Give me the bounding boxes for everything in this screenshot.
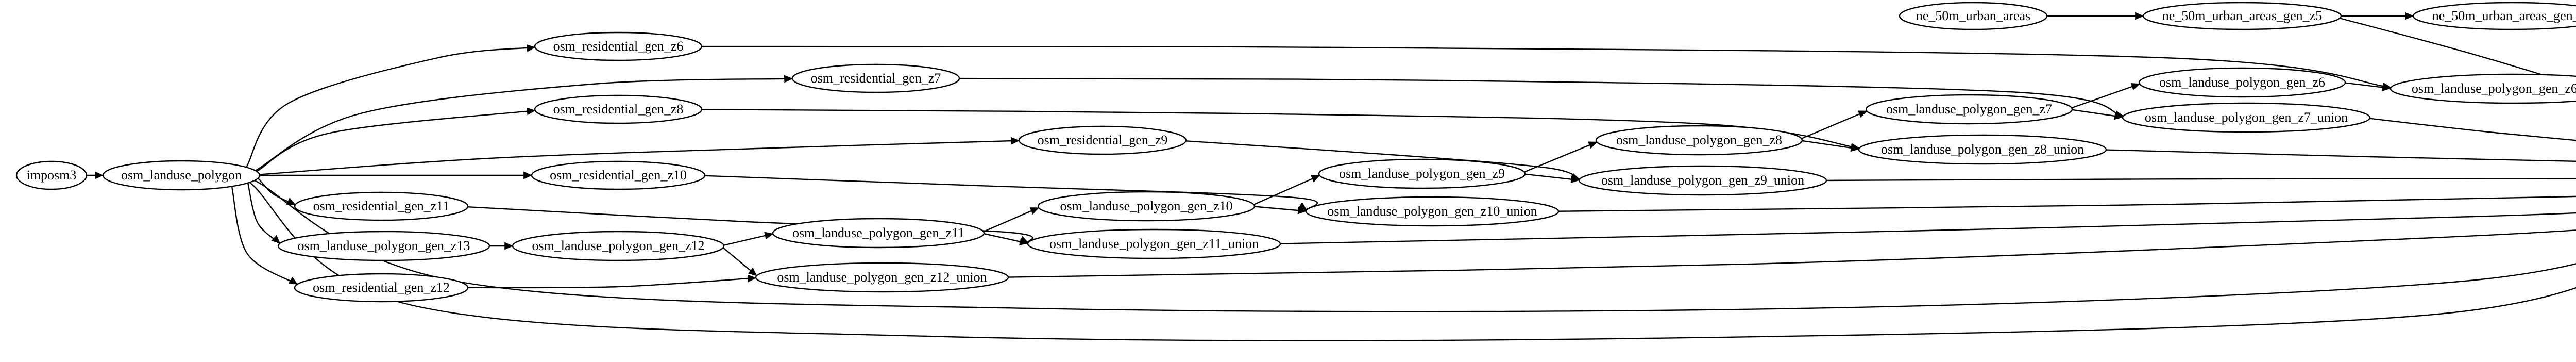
imposm3-label: imposm3 [27, 168, 77, 183]
ne_50m_urban_areas_gen_z5-label: ne_50m_urban_areas_gen_z5 [2162, 8, 2322, 23]
edge-osm_landuse_polygon_gen_z12-to-osm_landuse_polygon_gen_z12_union [722, 247, 757, 276]
osm_landuse_polygon_gen_z11_union-label: osm_landuse_polygon_gen_z11_union [1049, 236, 1259, 251]
edge-osm_landuse_polygon_gen_z7_union-to-layer-landuse-z7 [2369, 118, 2576, 141]
osm_landuse_polygon_gen_z9_union-node: osm_landuse_polygon_gen_z9_union [1578, 165, 1827, 196]
edge-osm_landuse_polygon-to-osm_residential_gen_z9 [259, 137, 1020, 175]
osm_landuse_polygon_gen_z6-label: osm_landuse_polygon_gen_z6 [2159, 75, 2325, 90]
osm_landuse_polygon_gen_z6-node: osm_landuse_polygon_gen_z6 [2138, 67, 2346, 98]
edge-osm_landuse_polygon_gen_z11_union-to-layer-landuse-z11 [1280, 212, 2576, 244]
osm_landuse_polygon_gen_z10_union-node: osm_landuse_polygon_gen_z10_union [1305, 196, 1560, 227]
osm_residential_gen_z8-node: osm_residential_gen_z8 [534, 94, 703, 124]
edge-osm_residential_gen_z7-to-osm_landuse_polygon_gen_z7_union [959, 77, 2124, 118]
edge-osm_landuse_polygon_gen_z12_union-to-layer-landuse-z12 [1008, 229, 2576, 278]
osm_landuse_polygon_gen_z11-label: osm_landuse_polygon_gen_z11 [792, 225, 964, 240]
edge-osm_landuse_polygon_gen_z9-to-osm_landuse_polygon_gen_z9_union [1524, 173, 1580, 184]
osm_landuse_polygon_gen_z10-label: osm_landuse_polygon_gen_z10 [1060, 199, 1232, 213]
edge-osm_residential_gen_z12-to-osm_landuse_polygon_gen_z12_union [467, 274, 757, 289]
osm_residential_gen_z12-node: osm_residential_gen_z12 [294, 273, 469, 303]
osm_residential_gen_z11-node: osm_residential_gen_z11 [294, 191, 469, 221]
osm_residential_gen_z8-label: osm_residential_gen_z8 [553, 102, 684, 117]
edge-osm_landuse_polygon-to-osm_landuse_polygon_gen_z13 [247, 183, 281, 244]
osm_landuse_polygon_gen_z8_union-label: osm_landuse_polygon_gen_z8_union [1881, 142, 2084, 157]
osm_landuse_polygon_gen_z12_union-node: osm_landuse_polygon_gen_z12_union [755, 262, 1009, 293]
edge-osm_residential_gen_z9-to-osm_landuse_polygon_gen_z9_union [1185, 140, 1580, 180]
osm_landuse_polygon_gen_z12-node: osm_landuse_polygon_gen_z12 [512, 231, 725, 261]
ne_50m_urban_areas-node: ne_50m_urban_areas [1899, 2, 2048, 30]
edge-osm_landuse_polygon_gen_z11-to-osm_landuse_polygon_gen_z10 [983, 207, 1040, 233]
osm_landuse_polygon_gen_z8_union-node: osm_landuse_polygon_gen_z8_union [1858, 134, 2107, 165]
ne_50m_urban_areas_gen_z4-label: ne_50m_urban_areas_gen_z4 [2432, 8, 2576, 23]
osm_residential_gen_z11-label: osm_residential_gen_z11 [313, 199, 450, 213]
edge-osm_landuse_polygon_gen_z10-to-osm_landuse_polygon_gen_z9 [1253, 175, 1320, 205]
osm_landuse_polygon_gen_z11_union-node: osm_landuse_polygon_gen_z11_union [1027, 228, 1281, 259]
osm_residential_gen_z7-label: osm_residential_gen_z7 [811, 71, 941, 86]
osm_landuse_polygon_gen_z7-node: osm_landuse_polygon_gen_z7 [1865, 94, 2073, 125]
osm_landuse_polygon_gen_z10-node: osm_landuse_polygon_gen_z10 [1037, 191, 1256, 222]
osm_landuse_polygon_gen_z6_union-label: osm_landuse_polygon_gen_z6_union [2412, 81, 2576, 96]
edge-osm_landuse_polygon-to-osm_residential_gen_z6 [246, 44, 536, 168]
osm_residential_gen_z10-node: osm_residential_gen_z10 [531, 160, 706, 190]
edge-ne_50m_urban_areas_gen_z5-to-layer-landuse-z5 [2340, 18, 2576, 86]
osm_landuse_polygon_gen_z9_union-label: osm_landuse_polygon_gen_z9_union [1601, 173, 1804, 188]
osm_landuse_polygon_gen_z7_union-node: osm_landuse_polygon_gen_z7_union [2122, 102, 2371, 133]
edge-osm_landuse_polygon_gen_z8_union-to-layer-landuse-z8 [2106, 149, 2576, 162]
edge-osm_landuse_polygon_gen_z10_union-to-layer-landuse-z10 [1558, 195, 2576, 212]
ne_50m_urban_areas-label: ne_50m_urban_areas [1916, 8, 2030, 23]
edge-osm_landuse_polygon-to-osm_residential_gen_z7 [255, 75, 793, 171]
imposm3-node: imposm3 [15, 160, 88, 190]
edge-osm_landuse_polygon-to-layer-landuse-z13 [254, 179, 2576, 312]
edge-osm_landuse_polygon_gen_z9_union-to-layer-landuse-z9 [1826, 177, 2576, 182]
edge-osm_residential_gen_z6-to-osm_landuse_polygon_gen_z6_union [701, 45, 2392, 90]
nodes-layer: imposm3 osm_landuse_polygon osm_residentia… [15, 2, 2576, 303]
osm_landuse_polygon_gen_z8-label: osm_landuse_polygon_gen_z8 [1616, 133, 1782, 147]
edge-osm_landuse_polygon_gen_z10-to-osm_landuse_polygon_gen_z10_union [1254, 206, 1307, 215]
osm_residential_gen_z9-label: osm_residential_gen_z9 [1038, 133, 1168, 147]
osm_landuse_polygon_gen_z12_union-label: osm_landuse_polygon_gen_z12_union [777, 270, 987, 285]
edge-osm_landuse_polygon-to-osm_residential_gen_z11 [258, 177, 296, 206]
osm_landuse_polygon_gen_z13-node: osm_landuse_polygon_gen_z13 [277, 231, 490, 261]
edge-osm_residential_gen_z10-to-osm_landuse_polygon_gen_z10_union [704, 175, 1318, 211]
osm_landuse_polygon_gen_z10_union-label: osm_landuse_polygon_gen_z10_union [1327, 204, 1537, 219]
osm_landuse_polygon_gen_z12-label: osm_landuse_polygon_gen_z12 [532, 238, 704, 253]
edge-osm_landuse_polygon_gen_z12-to-osm_landuse_polygon_gen_z11 [723, 232, 774, 246]
osm_landuse_polygon-label: osm_landuse_polygon [121, 168, 242, 183]
osm_landuse_polygon_gen_z6_union-node: osm_landuse_polygon_gen_z6_union [2389, 73, 2576, 104]
osm_residential_gen_z7-node: osm_residential_gen_z7 [791, 63, 960, 93]
osm_residential_gen_z9-node: osm_residential_gen_z9 [1018, 125, 1187, 155]
osm_landuse_polygon_gen_z8-node: osm_landuse_polygon_gen_z8 [1595, 125, 1803, 156]
osm_residential_gen_z6-node: osm_residential_gen_z6 [534, 31, 703, 61]
osm_landuse_polygon_gen_z9-label: osm_landuse_polygon_gen_z9 [1339, 166, 1505, 181]
edge-osm_landuse_polygon_gen_z7-to-osm_landuse_polygon_gen_z6 [2071, 83, 2141, 109]
osm_residential_gen_z12-label: osm_residential_gen_z12 [313, 280, 450, 295]
edge-osm_landuse_polygon_gen_z8-to-osm_landuse_polygon_gen_z8_union [1802, 140, 1860, 152]
edge-osm_landuse_polygon-to-layer-landuse-z14+ [249, 182, 2576, 341]
osm_residential_gen_z10-label: osm_residential_gen_z10 [550, 168, 687, 183]
edge-osm_landuse_polygon-to-osm_residential_gen_z12 [231, 186, 298, 285]
osm_landuse_polygon_gen_z9-node: osm_landuse_polygon_gen_z9 [1318, 158, 1526, 189]
osm_landuse_polygon_gen_z7-label: osm_landuse_polygon_gen_z7 [1886, 102, 2052, 117]
edge-osm_landuse_polygon-to-osm_residential_gen_z8 [256, 107, 536, 172]
osm_landuse_polygon_gen_z11-node: osm_landuse_polygon_gen_z11 [772, 218, 985, 249]
osm_landuse_polygon_gen_z13-label: osm_landuse_polygon_gen_z13 [297, 238, 470, 253]
edge-osm_landuse_polygon_gen_z11-to-osm_landuse_polygon_gen_z11_union [984, 233, 1029, 245]
osm_landuse_polygon-node: osm_landuse_polygon [102, 160, 261, 191]
edge-osm_landuse_polygon_gen_z7-to-osm_landuse_polygon_gen_z7_union [2072, 109, 2124, 120]
edge-osm_landuse_polygon_gen_z8-to-osm_landuse_polygon_gen_z7 [1801, 110, 1868, 139]
ne_50m_urban_areas_gen_z4-node: ne_50m_urban_areas_gen_z4 [2412, 2, 2576, 30]
edge-osm_landuse_polygon_gen_z9-to-osm_landuse_polygon_gen_z8 [1524, 141, 1598, 173]
osm_landuse_polygon_gen_z7_union-label: osm_landuse_polygon_gen_z7_union [2145, 110, 2348, 125]
ne_50m_urban_areas_gen_z5-node: ne_50m_urban_areas_gen_z5 [2142, 2, 2342, 30]
osm_residential_gen_z6-label: osm_residential_gen_z6 [553, 39, 684, 54]
